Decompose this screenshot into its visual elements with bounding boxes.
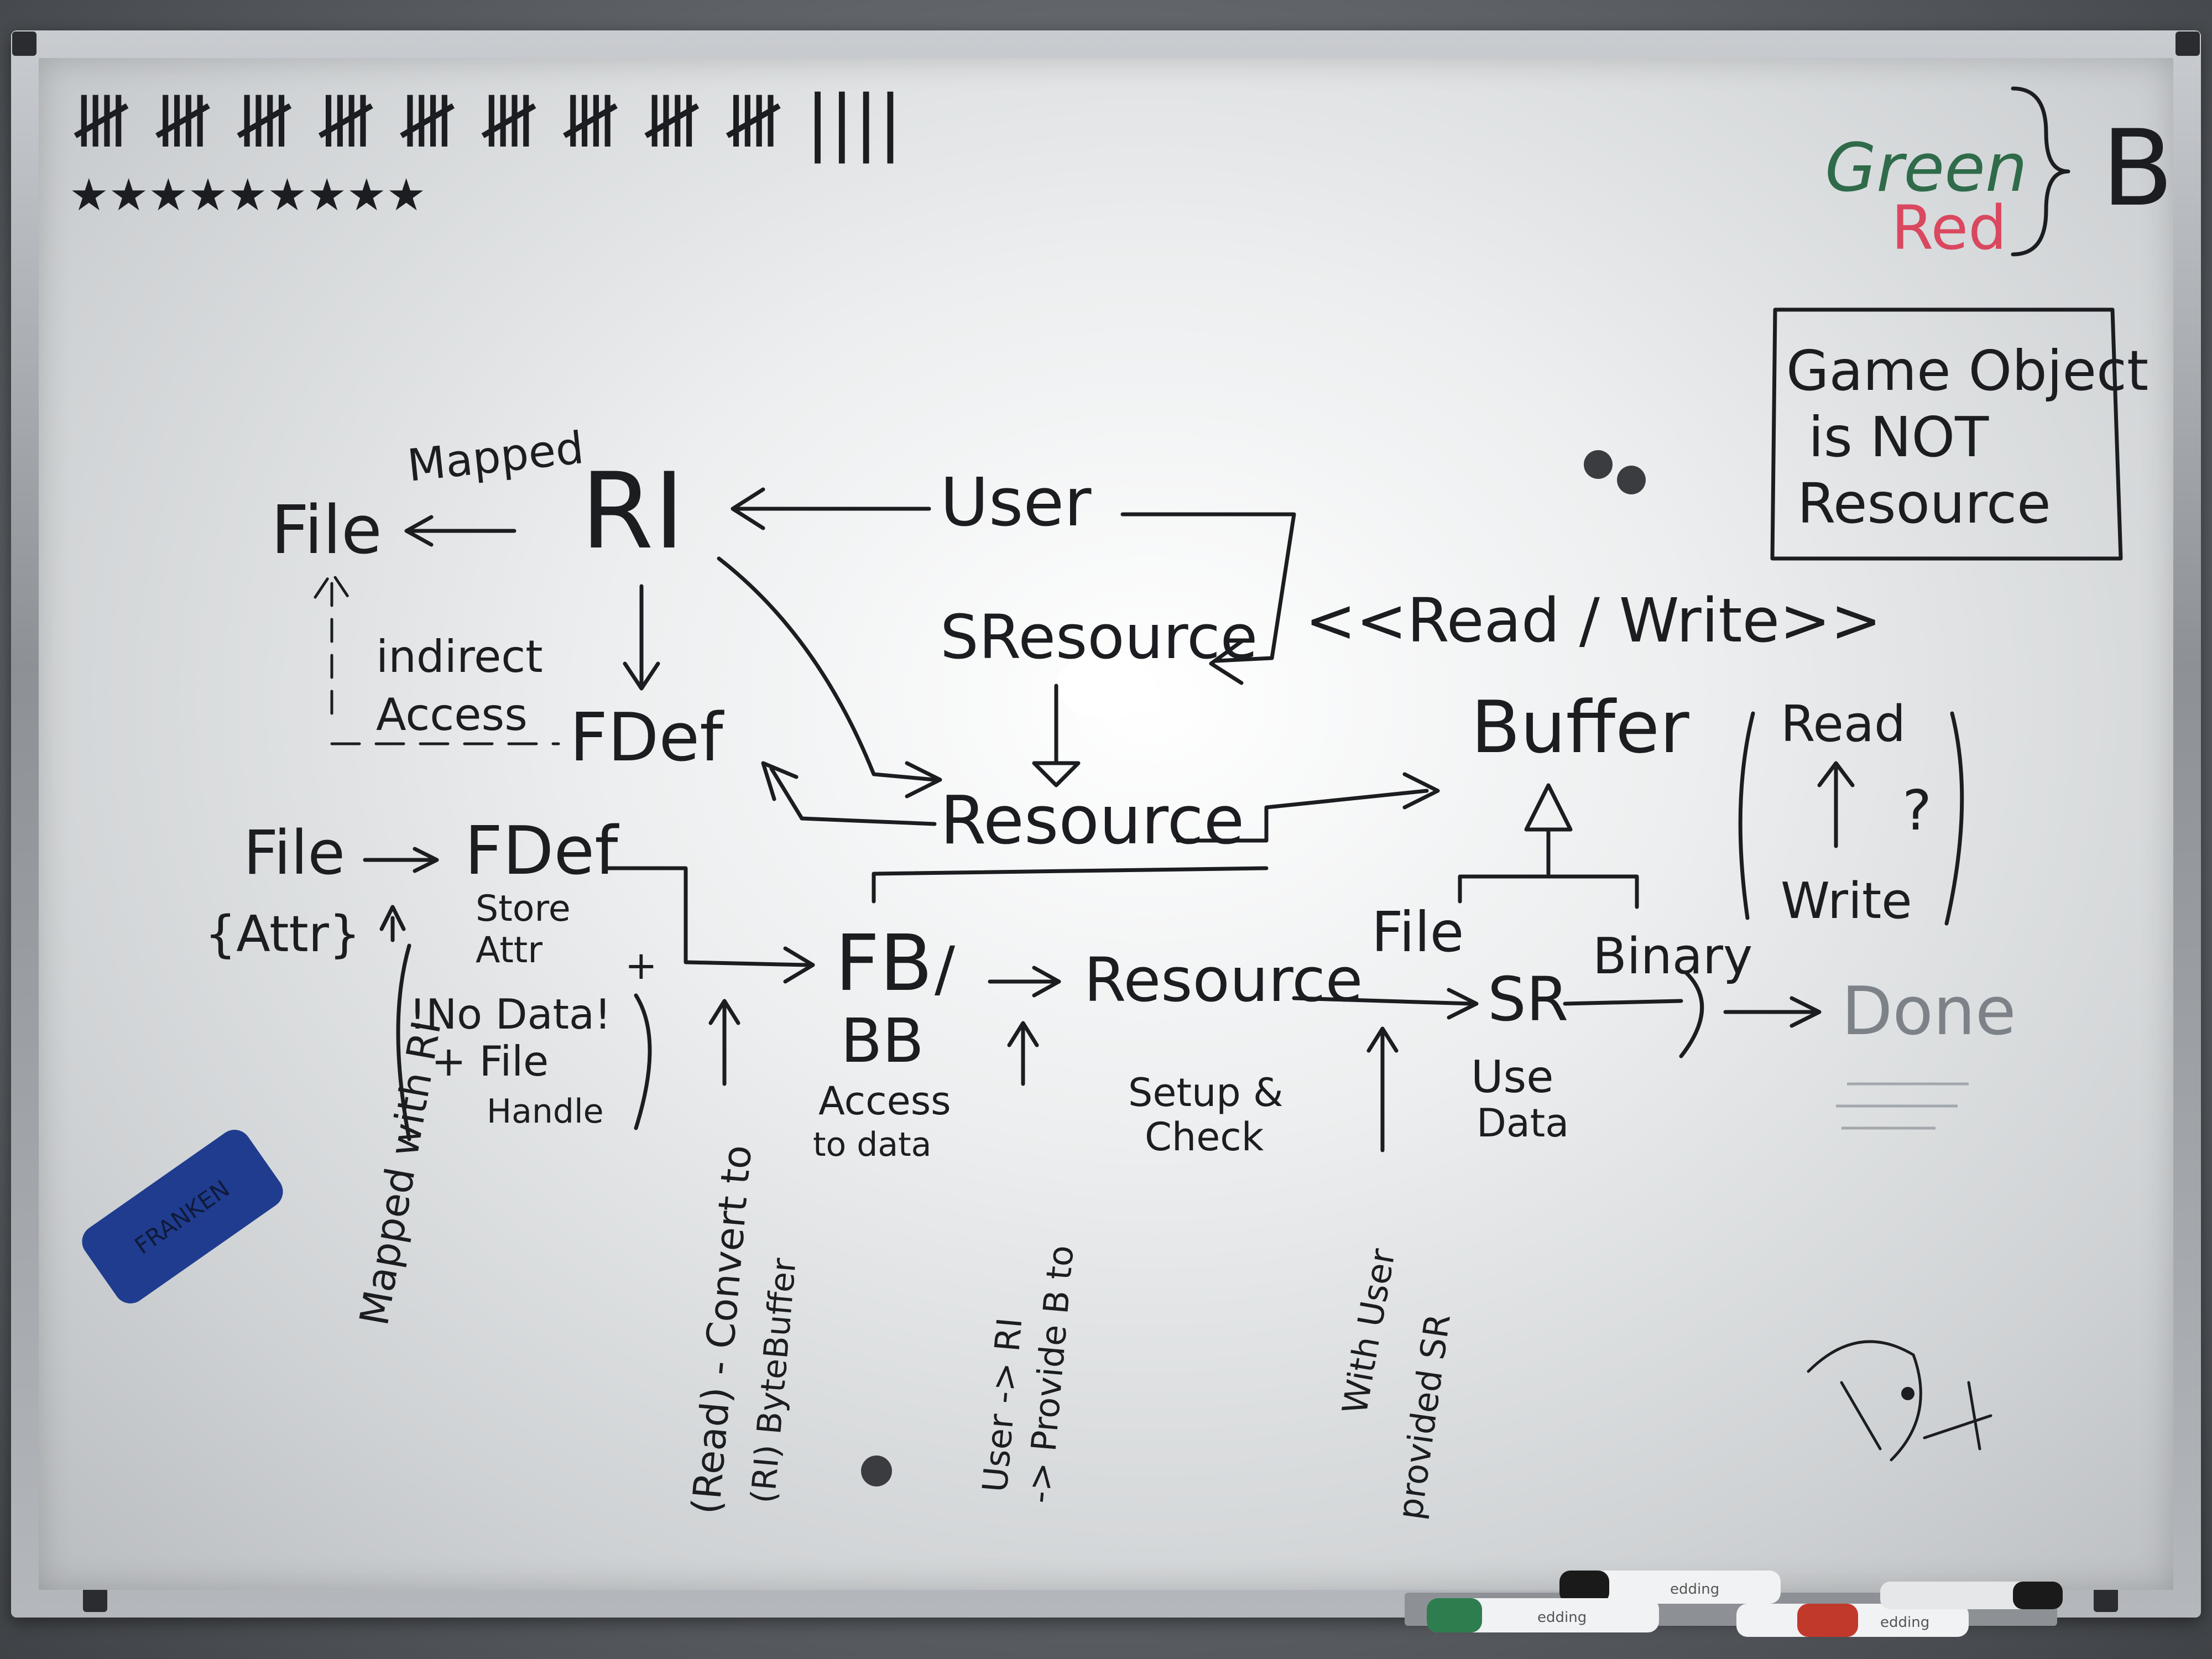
label-mapped: Mapped: [405, 422, 586, 492]
node-sresource: SResource: [940, 602, 1258, 672]
arrow-resource-to-buffer: [1176, 772, 1440, 843]
label-slash: /: [935, 933, 956, 1004]
label-indirect: indirect: [376, 631, 543, 682]
label-file-handle-2: Handle: [487, 1092, 604, 1131]
node-ri: RI: [581, 450, 685, 572]
marker-red[interactable]: edding: [1736, 1604, 1969, 1637]
label-plus: +: [625, 943, 658, 988]
note-line-1: Game Object: [1786, 338, 2148, 403]
node-fb: FB: [835, 919, 933, 1009]
arrow-up-provide: [1007, 1021, 1039, 1086]
node-sr: SR: [1488, 964, 1568, 1035]
legend-brace-label: B: [2101, 107, 2173, 229]
label-access-2: to data: [813, 1125, 931, 1164]
label-access-1: Access: [818, 1078, 951, 1124]
node-binary: Binary: [1593, 927, 1752, 985]
whiteboard-surface: [39, 58, 2173, 1590]
arrow-ri-to-resource: [717, 556, 942, 799]
arrow-fdef-to-fb: [606, 866, 815, 984]
label-check: Check: [1145, 1114, 1264, 1160]
label-attr-2: Attr: [476, 930, 542, 971]
label-no-data: !No Data!: [409, 990, 611, 1039]
node-file-2: File: [243, 817, 345, 888]
brace-no-data: [396, 943, 652, 1141]
label-question: ?: [1902, 778, 1932, 843]
label-data: Data: [1477, 1100, 1569, 1146]
magnet: [1617, 466, 1646, 494]
label-read-write: <<Read / Write>>: [1305, 585, 1881, 656]
node-file-3: File: [1371, 900, 1464, 964]
eraser-body: [82, 1130, 283, 1303]
arrow-fb-to-resource: [988, 966, 1061, 998]
label-file-handle-1: + File: [431, 1037, 549, 1086]
frame-corner-top-right: [2176, 32, 2200, 56]
arrow-file-to-fdef: [363, 847, 439, 873]
dashed-indirect-access: [314, 571, 350, 715]
note-box-border: [1770, 307, 2123, 561]
legend-green: Green: [1825, 130, 2027, 207]
vnote-mapped-ri: Mapped with RI: [351, 1017, 450, 1329]
svg-text:edding: edding: [1880, 1614, 1929, 1631]
legend-red: Red: [1891, 192, 2007, 263]
arrow-write-to-read: [1817, 761, 1855, 848]
node-fdef: FDef: [570, 700, 724, 776]
label-access: Access: [376, 689, 528, 740]
label-use: Use: [1471, 1051, 1553, 1103]
node-bb: BB: [841, 1005, 924, 1076]
label-store: Store: [476, 888, 571, 930]
arrow-user-to-sresource: [1120, 512, 1296, 685]
legend-brace: [2011, 86, 2070, 257]
inheritance-sresource-resource: [1032, 684, 1081, 787]
node-fdef-2: FDef: [465, 813, 619, 890]
vnote-user-ri-2: -> Provide B to: [1019, 1244, 1082, 1505]
node-resource-2: Resource: [1084, 945, 1363, 1015]
node-resource: Resource: [940, 782, 1244, 859]
label-read: Read: [1781, 695, 1906, 753]
svg-text:edding: edding: [1670, 1581, 1719, 1598]
vnote-read-ri-2: (RI) ByteBuffer: [744, 1256, 804, 1505]
inheritance-buffer: [1458, 783, 1639, 909]
arrow-up-with-user: [1366, 1026, 1399, 1152]
star-row: ★★★★★★★★★: [69, 169, 426, 221]
doodle-eye: [1901, 1387, 1914, 1400]
arrow-up-mapped: [379, 905, 406, 942]
label-write: Write: [1781, 872, 1912, 930]
node-file: File: [271, 492, 382, 569]
arrow-resource-to-sr: [1292, 988, 1479, 1020]
frame-corner-bottom-left: [83, 1588, 107, 1612]
doodle-drawing: [1807, 1340, 1992, 1462]
read-write-parens: [1738, 711, 1964, 926]
label-setup: Setup &: [1128, 1070, 1284, 1115]
magnet: [1584, 450, 1613, 479]
arrow-binary-to-done: [1723, 996, 1822, 1028]
arrow-ri-to-file: [404, 515, 517, 547]
label-attr: {Attr}: [205, 905, 361, 963]
marker-black-2[interactable]: [1880, 1582, 2063, 1609]
note-line-3: Resource: [1797, 471, 2051, 536]
arrow-up-convert: [708, 999, 740, 1086]
arrow-ri-to-fdef: [623, 584, 660, 691]
line-sr-to-binary: [1563, 971, 1704, 1058]
arrow-resource-to-fdef: [761, 761, 937, 826]
light-glare: [1056, 653, 1156, 719]
note-line-2: is NOT: [1808, 405, 1989, 469]
tally-marks: 𝍸 𝍸 𝍸 𝍸 𝍸 𝍸 𝍸 𝍸 𝍸 ||||: [72, 80, 902, 164]
vnote-with-user-2: provided SR: [1390, 1311, 1458, 1522]
svg-text:edding: edding: [1537, 1609, 1587, 1626]
line-fb-to-buffer: [872, 866, 1269, 904]
node-user: User: [940, 465, 1092, 541]
node-done: Done: [1841, 973, 2016, 1050]
arrow-user-to-ri: [731, 487, 931, 530]
marker-black[interactable]: edding: [1559, 1571, 1781, 1604]
vnote-with-user-1: With User: [1334, 1245, 1403, 1417]
board-eraser[interactable]: FRANKEN: [76, 1123, 290, 1310]
marker-green[interactable]: edding: [1427, 1598, 1659, 1632]
frame-corner-bottom-right: [2094, 1588, 2118, 1612]
faint-underline: [1836, 1082, 1969, 1130]
frame-corner-top-left: [12, 32, 36, 56]
node-buffer: Buffer: [1471, 685, 1689, 769]
magnet: [861, 1455, 892, 1486]
